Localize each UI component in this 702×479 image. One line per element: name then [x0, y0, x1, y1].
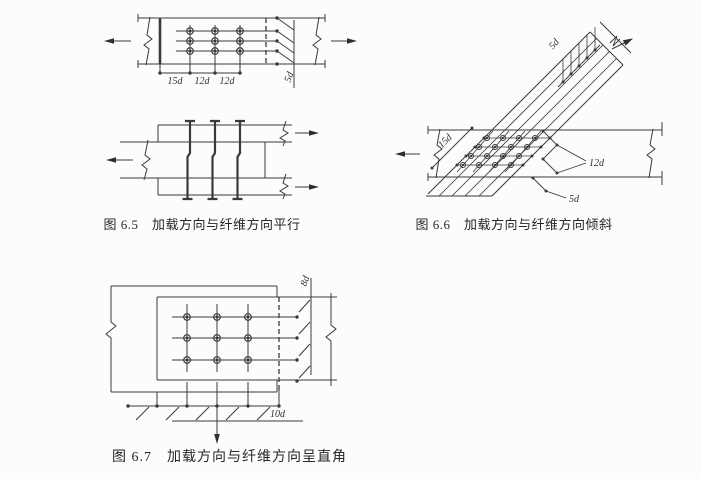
figure-6-6: 5d 15d 12d	[395, 21, 663, 232]
outer-member-edges	[111, 285, 278, 393]
load-arrow-left	[395, 151, 405, 157]
break-mark	[433, 128, 443, 179]
figure-6-7: 8d 10d 图 6.7 加载方向与纤维方向呈直角	[105, 274, 347, 465]
load-arrow-down	[214, 434, 220, 444]
dim-label-15d: 15d	[168, 76, 184, 87]
hatch-lines	[276, 17, 295, 64]
dim-ticks	[156, 382, 280, 406]
break-mark	[312, 16, 322, 66]
dim-label-5d-edge: 5d	[569, 194, 580, 205]
caption-figure-6-5: 图 6.5 加载方向与纤维方向平行	[103, 217, 300, 232]
load-arrow-diagonal	[622, 38, 634, 46]
caption-figure-6-6: 图 6.6 加载方向与纤维方向倾斜	[415, 217, 612, 232]
figure-6-5: 15d 12d 12d 5d 图 6.5 加载方向与纤维方向平行	[103, 14, 357, 232]
load-arrow-right	[347, 38, 357, 44]
break-mark	[279, 120, 289, 147]
edge-distance-dim: 5d	[531, 176, 580, 205]
dim-label-5d-top: 5d	[547, 36, 563, 52]
load-arrow-left	[104, 38, 114, 44]
member-end-cut	[589, 31, 624, 66]
outer-left-edge-with-break	[105, 286, 117, 392]
fig-6-5-elevation-view	[106, 119, 319, 201]
hatch-lines	[135, 406, 271, 421]
bolt-column-lines	[159, 25, 241, 73]
bolts-elevation	[182, 119, 245, 201]
dim-label-5d: 5d	[283, 70, 297, 84]
bolt-grid	[455, 130, 552, 173]
break-mark	[325, 293, 337, 386]
load-arrow-right-bottom	[309, 184, 319, 190]
break-mark	[609, 35, 621, 47]
end-pitch-ticks	[562, 27, 596, 82]
hatch-lines	[298, 299, 311, 379]
dim-label-12d: 12d	[220, 76, 236, 87]
break-mark	[141, 139, 151, 181]
inner-member-edges	[156, 296, 337, 381]
load-arrow-right-top	[309, 130, 319, 136]
bolt-row-lines	[172, 316, 297, 361]
fig-6-5-plan-view: 15d 12d 12d 5d	[104, 14, 357, 88]
diagonal-member: 5d	[426, 21, 634, 197]
dim-label-12d: 12d	[195, 76, 211, 87]
edge-dots	[294, 314, 300, 384]
load-arrow-left	[106, 157, 116, 163]
break-mark	[646, 128, 656, 179]
grid-column-lines	[456, 130, 542, 173]
fiber-lines	[438, 38, 617, 197]
break-mark	[279, 173, 289, 200]
pitch-dim: 12d	[541, 129, 605, 175]
caption-figure-6-7: 图 6.7 加载方向与纤维方向呈直角	[112, 448, 347, 465]
dim-label-12d: 12d	[589, 158, 605, 169]
break-mark	[143, 16, 153, 66]
end-distance-dim: 15d	[430, 126, 474, 170]
end-ticks	[137, 14, 326, 68]
dim-label-10d: 10d	[270, 409, 286, 420]
bottom-dimension: 10d	[125, 382, 303, 422]
member-edges	[120, 124, 292, 196]
end-ticks	[427, 122, 663, 185]
